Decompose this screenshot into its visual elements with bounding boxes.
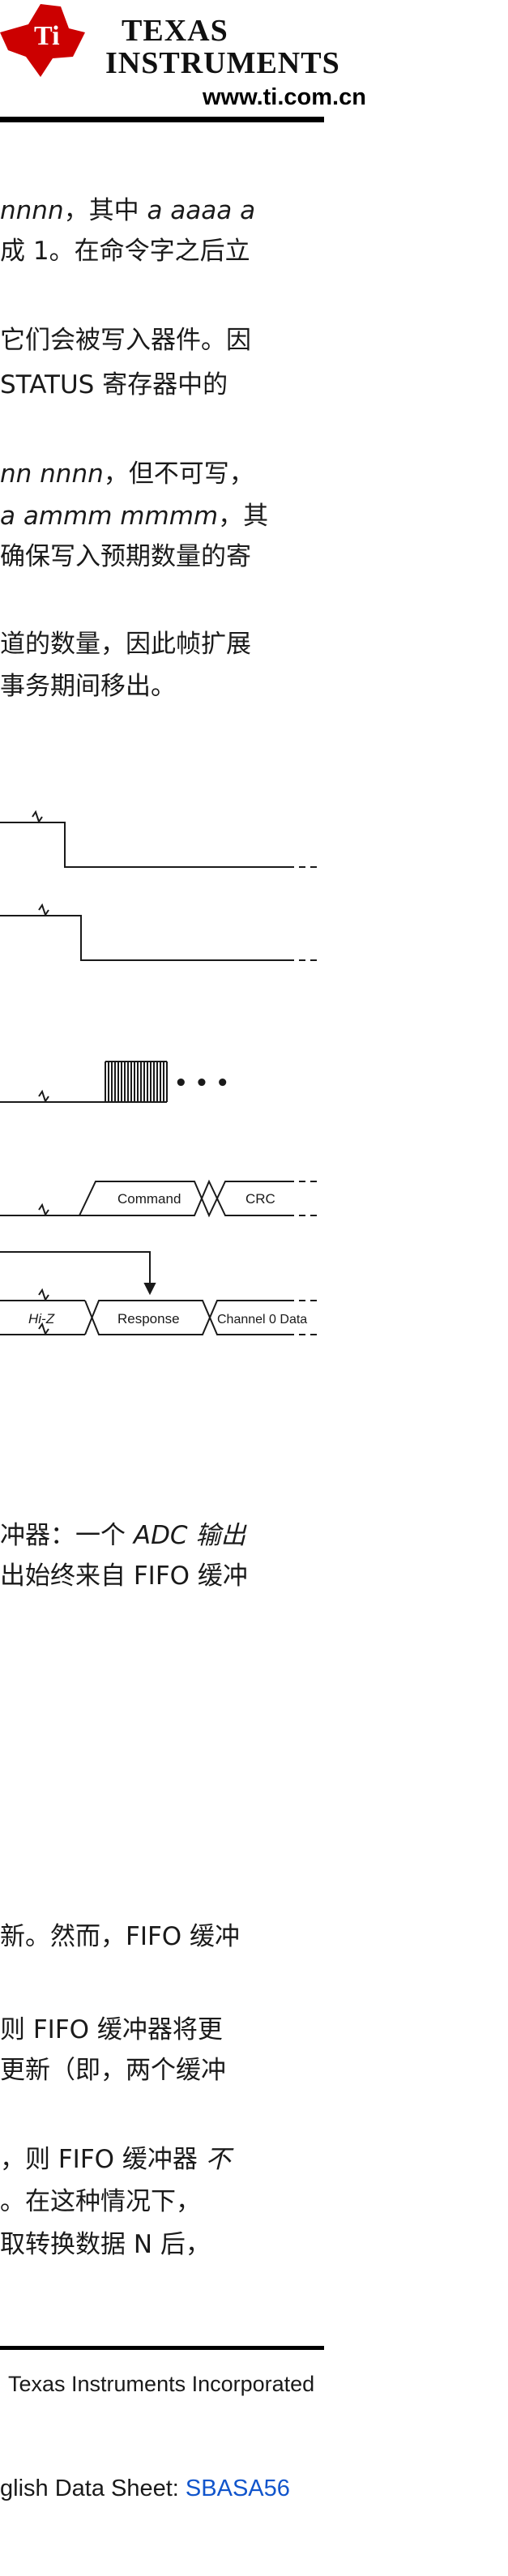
text-line: nnnn，其中 a aaaa a: [0, 194, 255, 227]
text-line: 它们会被写入器件。因: [0, 326, 251, 355]
text-span: ，但不可写，: [103, 459, 254, 489]
text-line: 出始终来自 FIFO 缓冲: [0, 1561, 248, 1591]
continuation-dots: • • •: [174, 1071, 229, 1096]
footer-datasheet: glish Data Sheet: SBASA56: [0, 2476, 290, 2502]
text-span: ，其: [218, 502, 269, 531]
timing-diagram: • • • Command CRC Hi-Z Response Channel …: [0, 794, 324, 1378]
text-line: STATUS 寄存器中的: [0, 370, 228, 399]
text-span: ADC 输出: [133, 1521, 246, 1550]
brand-texas: TEXAS: [122, 14, 228, 48]
text-line: 事务期间移出。: [0, 672, 176, 701]
text-line: 确保写入预期数量的寄: [0, 542, 251, 571]
text-line: 则 FIFO 缓冲器将更: [0, 2015, 223, 2044]
text-line: 冲器：一个 ADC 输出: [0, 1519, 245, 1552]
text-line: ，则 FIFO 缓冲器 不: [0, 2143, 231, 2176]
datasheet-prefix: glish Data Sheet:: [0, 2476, 186, 2501]
text-line: 成 1。在命令字之后立: [0, 237, 250, 266]
response-arrow: [0, 1251, 156, 1296]
text-span: nnnn: [0, 196, 64, 225]
text-line: 更新（即，两个缓冲: [0, 2056, 226, 2085]
text-line: nn nnnn，但不可写，: [0, 458, 254, 490]
label-channel0: Channel 0 Data: [217, 1313, 307, 1326]
text-line: 。在这种情况下，: [0, 2187, 201, 2216]
signal-4-command-bus: [0, 1179, 320, 1218]
brand-instruments: INSTRUMENTS: [105, 46, 340, 80]
label-response: Response: [117, 1311, 180, 1326]
label-command: Command: [117, 1191, 181, 1207]
signal-2-waveform: [0, 903, 320, 961]
text-span: 不: [205, 2145, 231, 2174]
text-line: 新。然而，FIFO 缓冲: [0, 1922, 241, 1951]
text-span: ，其中: [63, 196, 147, 225]
label-crc: CRC: [245, 1191, 275, 1207]
footer-divider: [0, 2346, 324, 2350]
ti-logo: Ti: [0, 0, 332, 97]
text-line: 取转换数据 N 后，: [0, 2230, 211, 2259]
text-line: a ammm mmmm，其: [0, 500, 268, 532]
text-span: ，则 FIFO 缓冲器: [0, 2145, 206, 2174]
footer-company: Texas Instruments Incorporated: [8, 2372, 315, 2396]
signal-3-clock: [0, 1061, 168, 1104]
label-hiz: Hi-Z: [28, 1311, 55, 1326]
site-url[interactable]: www.ti.com.cn: [203, 84, 366, 110]
text-span: nn nnnn: [0, 459, 104, 489]
signal-5-response-bus: [0, 1288, 320, 1336]
datasheet-link[interactable]: SBASA56: [185, 2476, 290, 2501]
header-divider: [0, 117, 324, 122]
text-line: 道的数量，因此帧扩展: [0, 630, 251, 659]
text-span: a aaaa a: [147, 196, 256, 225]
svg-text:Ti: Ti: [34, 21, 60, 51]
signal-1-waveform: [0, 810, 320, 868]
ti-logo-mark-icon: [0, 4, 85, 77]
text-span: 冲器：一个: [0, 1521, 134, 1550]
text-span: a ammm mmmm: [0, 502, 219, 531]
